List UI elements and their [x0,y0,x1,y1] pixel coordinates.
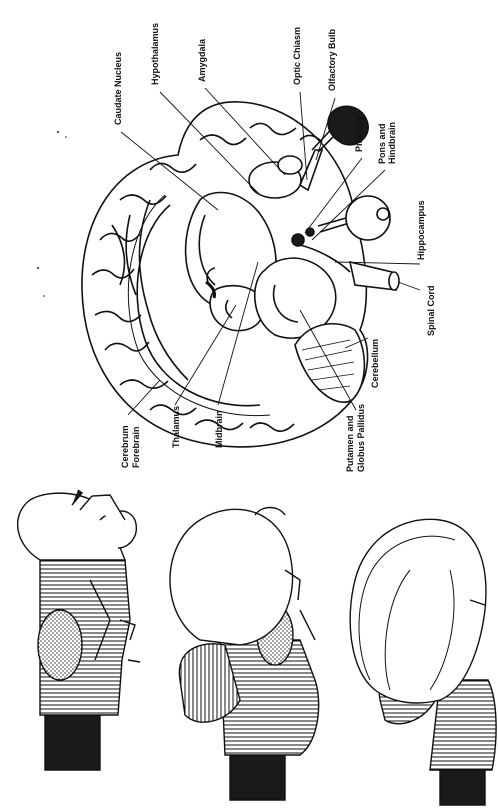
brain-comparison-3 [350,519,496,805]
label-globus-pallidus: Globus Pallidus [356,404,366,472]
label-hypothalamus: Hypothalamus [150,23,160,85]
label-caudate-nucleus: Caudate Nucleus [113,52,123,125]
brain-comparison-1 [18,490,140,770]
label-spinal-cord: Spinal Cord [426,285,436,336]
label-midbrain: Midbrain [214,411,224,449]
label-pituitary: Pituitary [354,116,364,152]
label-amygdala: Amygdala [197,38,207,82]
human-brain-diagram [82,88,420,447]
label-cerebellum: Cerebellum [370,339,380,388]
label-pons-and: Pons and [377,123,387,164]
label-thalamus: Thalamus [171,406,181,448]
label-optic-chiasm: Optic Chiasm [292,27,302,85]
specks [37,131,67,297]
label-hippocampus: Hippocampus [416,200,426,260]
label-cerebrum: Cerebrum [120,425,130,468]
brain-comparison-2 [170,508,319,801]
label-putamen-and: Putamen and [345,415,355,472]
label-forebrain: Forebrain [131,426,141,468]
label-olfactory-bulb: Olfactory Bulb [327,28,337,91]
label-hindbrain: Hindbrain [387,122,397,164]
